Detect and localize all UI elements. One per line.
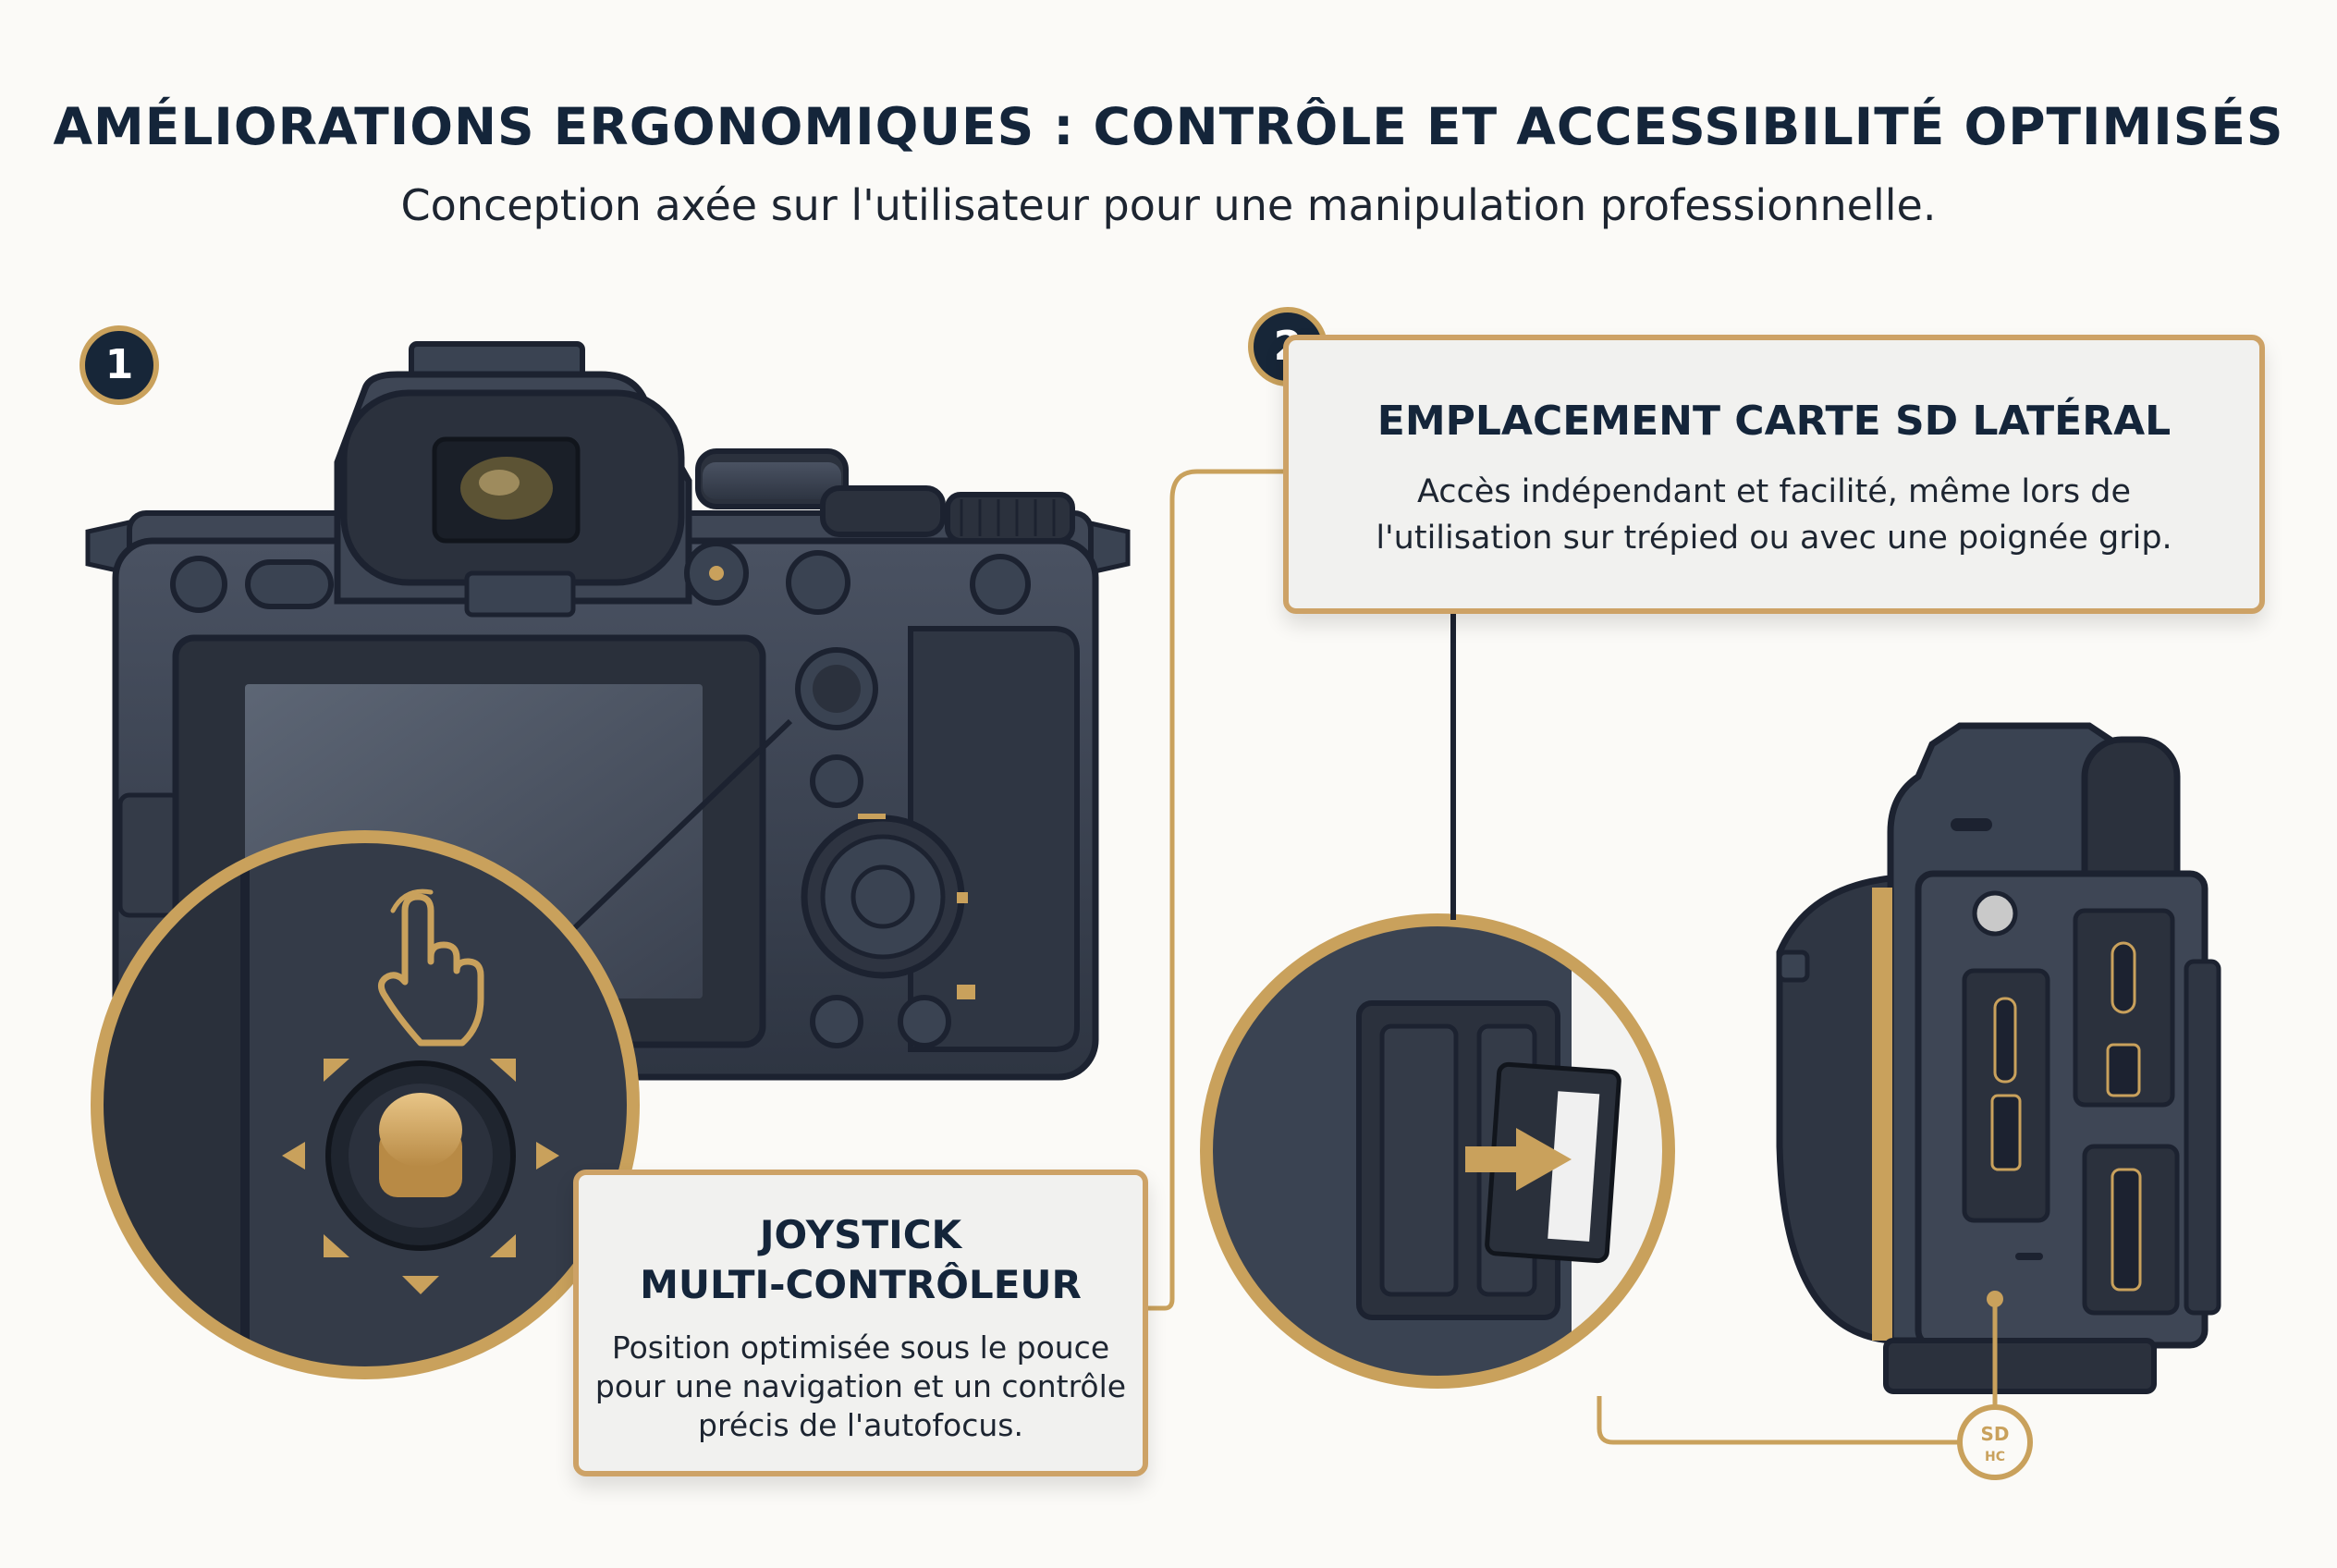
joystick-body-line3: précis de l'autofocus.: [698, 1407, 1023, 1443]
joystick-icon: [325, 1060, 516, 1251]
camera-side-view: [1776, 722, 2221, 1394]
joystick-body-line1: Position optimisée sous le pouce: [611, 1329, 1110, 1366]
joystick-callout-card: JOYSTICK MULTI-CONTRÔLEUR Position optim…: [573, 1170, 1148, 1476]
joystick-body-line2: pour une navigation et un contrôle: [594, 1368, 1127, 1404]
svg-text:SD: SD: [1980, 1423, 2009, 1445]
joystick-title-line2: MULTI-CONTRÔLEUR: [640, 1262, 1082, 1307]
page-title: AMÉLIORATIONS ERGONOMIQUES : CONTRÔLE ET…: [53, 97, 2284, 156]
joystick-zoom: [91, 830, 640, 1379]
arrow-right-icon: [1465, 1128, 1572, 1191]
direction-arrows: [282, 1059, 559, 1294]
hand-touch-icon: [377, 888, 484, 1047]
sd-slot-body-line1: Accès indépendant et facilité, même lors…: [1416, 473, 2132, 510]
header: AMÉLIORATIONS ERGONOMIQUES : CONTRÔLE ET…: [0, 97, 2337, 230]
sd-slot-title: EMPLACEMENT CARTE SD LATÉRAL: [1377, 398, 2172, 445]
sd-slot-zoom: [1200, 913, 1675, 1389]
sd-slot-body-line2: l'utilisation sur trépied ou avec une po…: [1376, 520, 2172, 557]
sd-badge-icon: SD HC: [1957, 1404, 2033, 1480]
svg-text:HC: HC: [1985, 1450, 2005, 1464]
step-1-badge: 1: [80, 325, 159, 405]
sd-slot-callout-card: EMPLACEMENT CARTE SD LATÉRAL Accès indép…: [1283, 335, 2265, 614]
joystick-title-line1: JOYSTICK: [759, 1212, 962, 1257]
page-subtitle: Conception axée sur l'utilisateur pour u…: [400, 180, 1937, 230]
